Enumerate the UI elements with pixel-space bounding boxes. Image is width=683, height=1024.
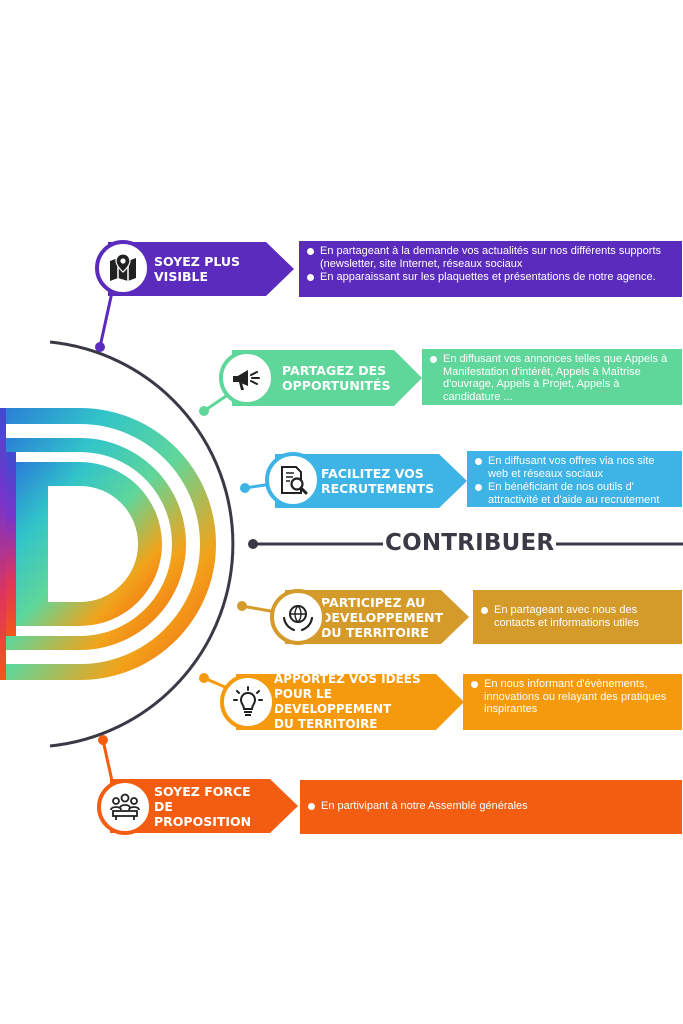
item-title: SOYEZ FORCE DE PROPOSITION <box>154 783 252 829</box>
arc-dot <box>199 673 209 683</box>
arc-dot <box>95 342 105 352</box>
item-title: FACILITEZ VOS RECRUTEMENTS <box>321 466 435 496</box>
desc-proposition: En partivipant à notre Assemblé générale… <box>300 780 682 834</box>
item-title: APPORTEZ VOS IDÉES POUR LE DEVELOPPEMENT… <box>274 672 421 731</box>
bullet: En partivipant à notre Assemblé générale… <box>308 800 674 813</box>
globe-hands-icon <box>282 605 314 632</box>
arc-dot <box>98 735 108 745</box>
arc-dot <box>248 539 258 549</box>
desc-visible: En partageant à la demande vos actualité… <box>299 241 682 297</box>
icon-circle-visible <box>95 240 151 296</box>
item-title: PARTAGEZ DES OPPORTUNITÉS <box>282 363 391 393</box>
item-title: PARTICIPEZ AU DEVELOPPEMENT DU TERRITOIR… <box>321 594 444 640</box>
megaphone-icon <box>233 370 260 390</box>
arc-dot <box>240 483 250 493</box>
icon-circle-opportunites <box>219 350 275 406</box>
arc-dot <box>199 406 209 416</box>
desc-opportunites: En diffusant vos annonces telles que App… <box>422 349 682 405</box>
item-title: SOYEZ PLUS VISIBLE <box>154 254 241 284</box>
main-arc <box>49 340 235 748</box>
icon-circle-recrutements <box>265 452 321 508</box>
meeting-icon <box>110 793 140 820</box>
d-logo <box>0 408 216 680</box>
bullet: En bénéficiant de nos outils d' attracti… <box>475 481 674 506</box>
desc-idees: En nous informant d'évènements, innovati… <box>463 674 682 730</box>
icon-circle-idees <box>220 674 276 730</box>
desc-developpement: En partageant avec nous des contacts et … <box>473 590 682 644</box>
desc-recrutements: En diffusant vos offres via nos site web… <box>467 451 682 507</box>
map-pin-icon <box>110 253 136 281</box>
bullet: En partageant à la demande vos actualité… <box>307 245 674 270</box>
contribuer-heading: CONTRIBUER <box>383 529 557 557</box>
bullet: En diffusant vos offres via nos site web… <box>475 455 674 480</box>
icon-circle-developpement <box>270 589 326 645</box>
bullet: En partageant avec nous des contacts et … <box>481 604 674 629</box>
lightbulb-icon <box>233 686 263 716</box>
bullet: En diffusant vos annonces telles que App… <box>430 353 674 403</box>
arc-dot <box>237 601 247 611</box>
document-search-icon <box>281 466 308 495</box>
icon-circle-proposition <box>97 779 153 835</box>
bullet: En apparaissant sur les plaquettes et pr… <box>307 271 674 284</box>
bullet: En nous informant d'évènements, innovati… <box>471 678 674 716</box>
